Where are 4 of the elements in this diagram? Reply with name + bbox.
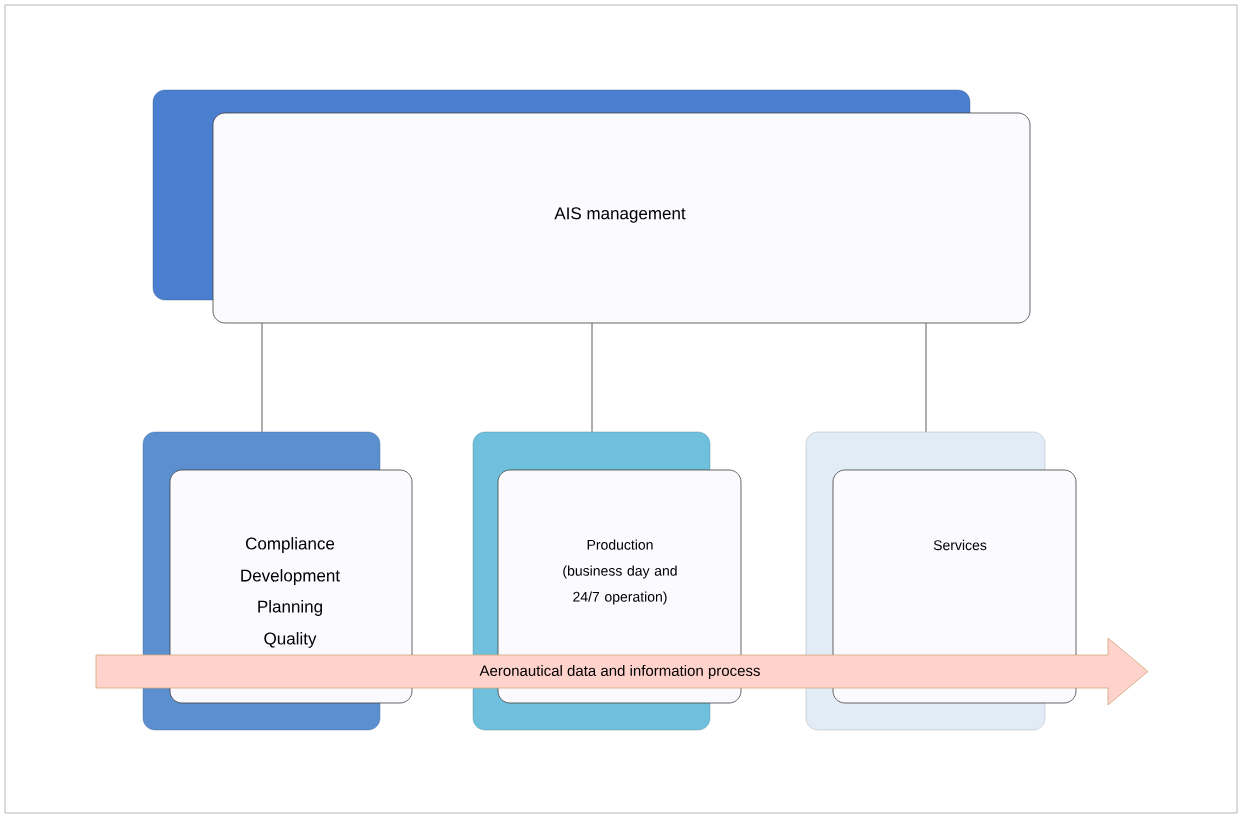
connector-line xyxy=(261,322,263,433)
connector-line xyxy=(591,322,593,433)
connector-line xyxy=(925,322,927,433)
process-box: AIS management xyxy=(152,89,1031,324)
